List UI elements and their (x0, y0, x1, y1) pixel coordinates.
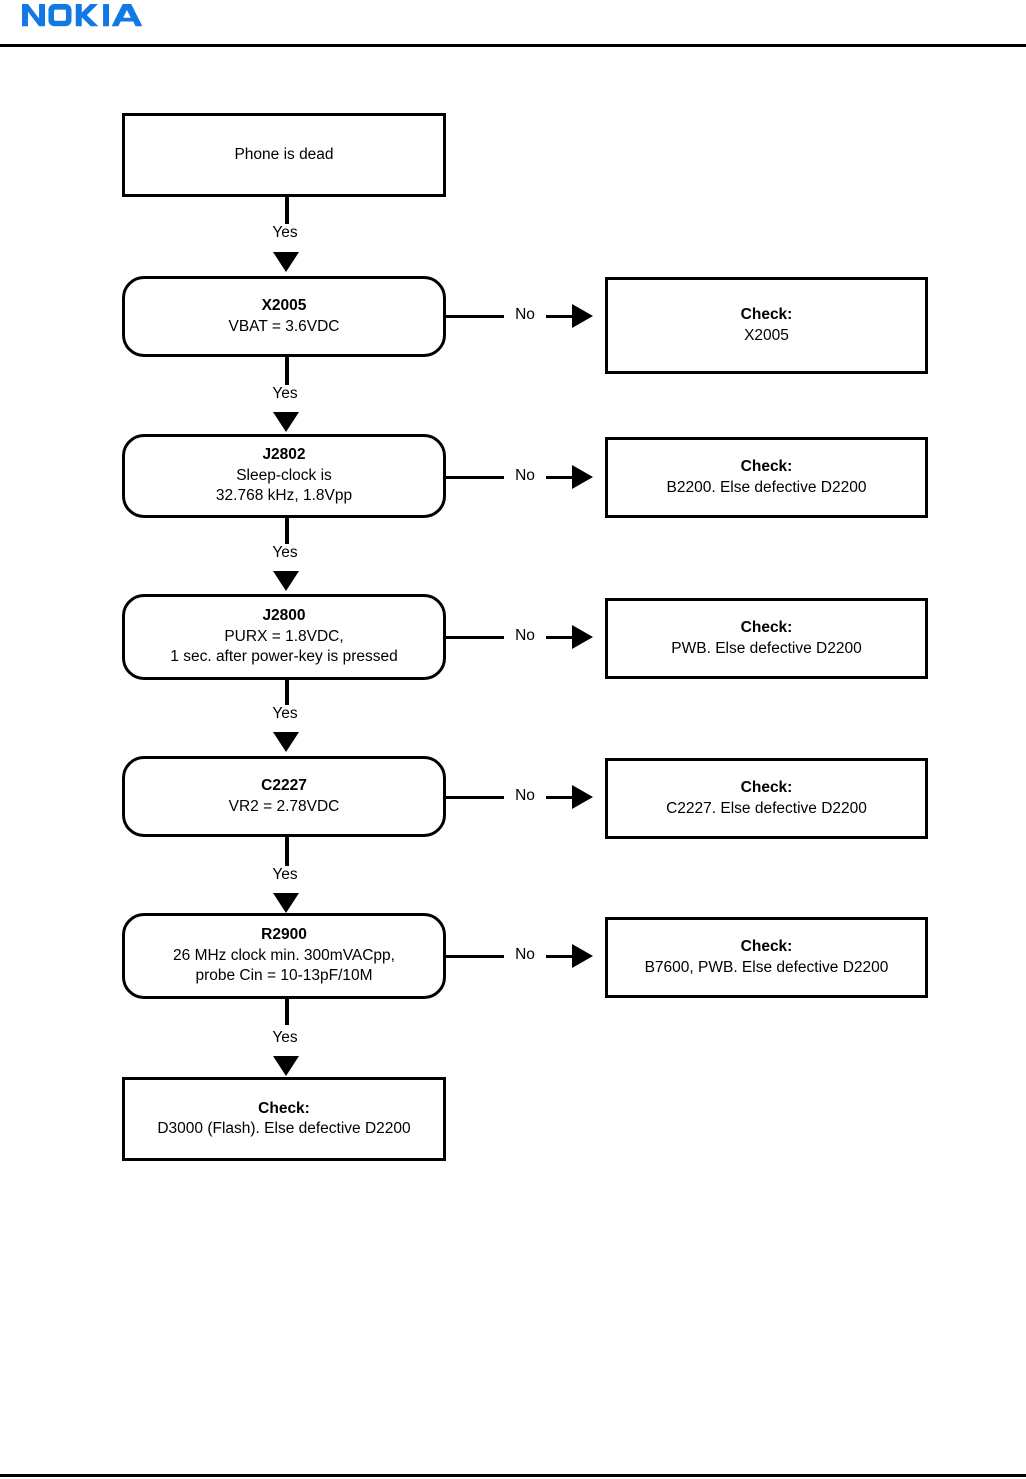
flow-node-step-j2802[interactable]: J2802 Sleep-clock is 32.768 kHz, 1.8Vpp (122, 434, 446, 518)
arrowhead-c2227-to-result (572, 785, 593, 809)
flow-node-step-j2802-line-0: Sleep-clock is (236, 466, 332, 484)
edge-label-no-x2005: No (504, 306, 546, 324)
arrowhead-r2900-to-result (572, 944, 593, 968)
flow-node-result-j2802[interactable]: Check: B2200. Else defective D2200 (605, 437, 928, 518)
flow-node-step-c2227-line-0: VR2 = 2.78VDC (228, 797, 340, 815)
flow-node-result-x2005-line-0: X2005 (744, 326, 789, 344)
connector-r2900-to-final (285, 999, 289, 1025)
flow-node-step-r2900-title: R2900 (261, 926, 307, 944)
edge-label-yes-c2227: Yes (248, 866, 322, 884)
flow-node-result-j2800-line-0: PWB. Else defective D2200 (671, 639, 862, 657)
edge-label-no-c2227: No (504, 787, 546, 805)
flow-node-start[interactable]: Phone is dead (122, 113, 446, 197)
nokia-logo (22, 4, 143, 27)
flow-node-result-c2227[interactable]: Check: C2227. Else defective D2200 (605, 758, 928, 839)
flow-node-result-r2900[interactable]: Check: B7600, PWB. Else defective D2200 (605, 917, 928, 998)
flow-node-final-check-line-0: D3000 (Flash). Else defective D2200 (157, 1120, 411, 1137)
flow-node-result-j2802-line-0: B2200. Else defective D2200 (666, 478, 867, 496)
flow-node-step-c2227[interactable]: C2227 VR2 = 2.78VDC (122, 756, 446, 837)
flow-node-result-j2800-title: Check: (740, 619, 793, 637)
flow-node-result-j2802-title: Check: (740, 458, 793, 476)
connector-start-to-x2005 (285, 197, 289, 231)
flow-node-result-x2005-title: Check: (740, 306, 793, 324)
flow-node-result-c2227-title: Check: (740, 779, 793, 797)
arrowhead-j2802-to-result (572, 465, 593, 489)
connector-c2227-to-r2900 (285, 837, 289, 869)
edge-label-no-j2802: No (504, 467, 546, 485)
header-divider (0, 44, 1026, 47)
arrowhead-x2005-to-result (572, 304, 593, 328)
flow-node-step-r2900-line-1: probe Cin = 10-13pF/10M (195, 967, 373, 985)
flow-node-step-x2005-line-0: VBAT = 3.6VDC (228, 317, 340, 335)
arrowhead-c2227-to-r2900 (273, 893, 299, 913)
arrowhead-j2800-to-c2227 (273, 732, 299, 752)
arrowhead-j2800-to-result (572, 625, 593, 649)
flow-node-step-c2227-title: C2227 (261, 777, 307, 795)
flow-node-result-c2227-line-0: C2227. Else defective D2200 (666, 799, 867, 817)
flow-node-result-r2900-line-0: B7600, PWB. Else defective D2200 (644, 958, 889, 976)
flow-node-step-j2800-line-1: 1 sec. after power-key is pressed (170, 648, 398, 666)
flow-node-result-x2005[interactable]: Check: X2005 (605, 277, 928, 374)
flow-node-result-r2900-title: Check: (740, 938, 793, 956)
flow-node-step-j2802-line-1: 32.768 kHz, 1.8Vpp (215, 487, 353, 505)
flow-node-step-x2005-title: X2005 (261, 297, 307, 315)
connector-j2802-to-j2800 (285, 518, 289, 550)
flow-node-step-r2900-line-0: 26 MHz clock min. 300mVACpp, (173, 946, 395, 964)
arrowhead-x2005-to-j2802 (273, 412, 299, 432)
arrowhead-start-to-x2005 (273, 252, 299, 272)
edge-label-yes-r2900: Yes (248, 1029, 322, 1047)
flow-node-step-j2800-title: J2800 (262, 607, 306, 625)
flow-node-step-j2800-line-0: PURX = 1.8VDC, (224, 627, 344, 645)
edge-label-yes-x2005: Yes (248, 385, 322, 403)
page-header (0, 0, 1026, 50)
edge-label-no-j2800: No (504, 627, 546, 645)
edge-label-yes-j2800: Yes (248, 705, 322, 723)
edge-label-yes-start: Yes (248, 224, 322, 242)
arrowhead-j2802-to-j2800 (273, 571, 299, 591)
flow-node-final-check-title: Check: (258, 1099, 310, 1117)
flow-node-result-j2800[interactable]: Check: PWB. Else defective D2200 (605, 598, 928, 679)
arrowhead-r2900-to-final (273, 1056, 299, 1076)
flow-node-step-j2802-title: J2802 (262, 446, 306, 464)
flow-node-step-x2005[interactable]: X2005 VBAT = 3.6VDC (122, 276, 446, 357)
connector-x2005-to-j2802 (285, 357, 289, 391)
flow-node-step-r2900[interactable]: R2900 26 MHz clock min. 300mVACpp, probe… (122, 913, 446, 999)
edge-label-no-r2900: No (504, 946, 546, 964)
flow-node-step-j2800[interactable]: J2800 PURX = 1.8VDC, 1 sec. after power-… (122, 594, 446, 680)
footer-divider (0, 1474, 1026, 1477)
flow-node-start-line-0: Phone is dead (234, 145, 334, 163)
flow-node-final-check[interactable]: Check: D3000 (Flash). Else defective D22… (122, 1077, 446, 1161)
edge-label-yes-j2802: Yes (248, 544, 322, 562)
connector-j2800-to-c2227 (285, 680, 289, 712)
